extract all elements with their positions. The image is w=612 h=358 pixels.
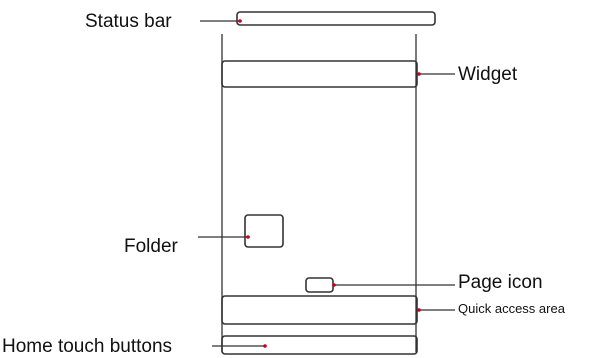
page-icon-label: Page icon [458,272,543,293]
page-icon-box [305,277,334,293]
quick-access-area-box [221,295,418,325]
home-touch-buttons-pointer-dot [263,344,267,348]
widget-box [221,60,418,88]
quick-access-area-pointer-dot [417,308,421,312]
folder-box [244,214,284,248]
status-bar-label: Status bar [85,11,172,32]
page-icon-pointer-dot [332,283,336,287]
folder-pointer-dot [246,235,250,239]
quick-access-area-label: Quick access area [458,301,565,316]
widget-label: Widget [458,64,518,85]
status-bar-pointer-dot [238,19,242,23]
home-touch-buttons-label: Home touch buttons [2,336,173,357]
folder-label: Folder [124,236,178,257]
status-bar-box [236,11,436,26]
home-touch-buttons-box [221,335,418,355]
widget-pointer-dot [417,72,421,76]
